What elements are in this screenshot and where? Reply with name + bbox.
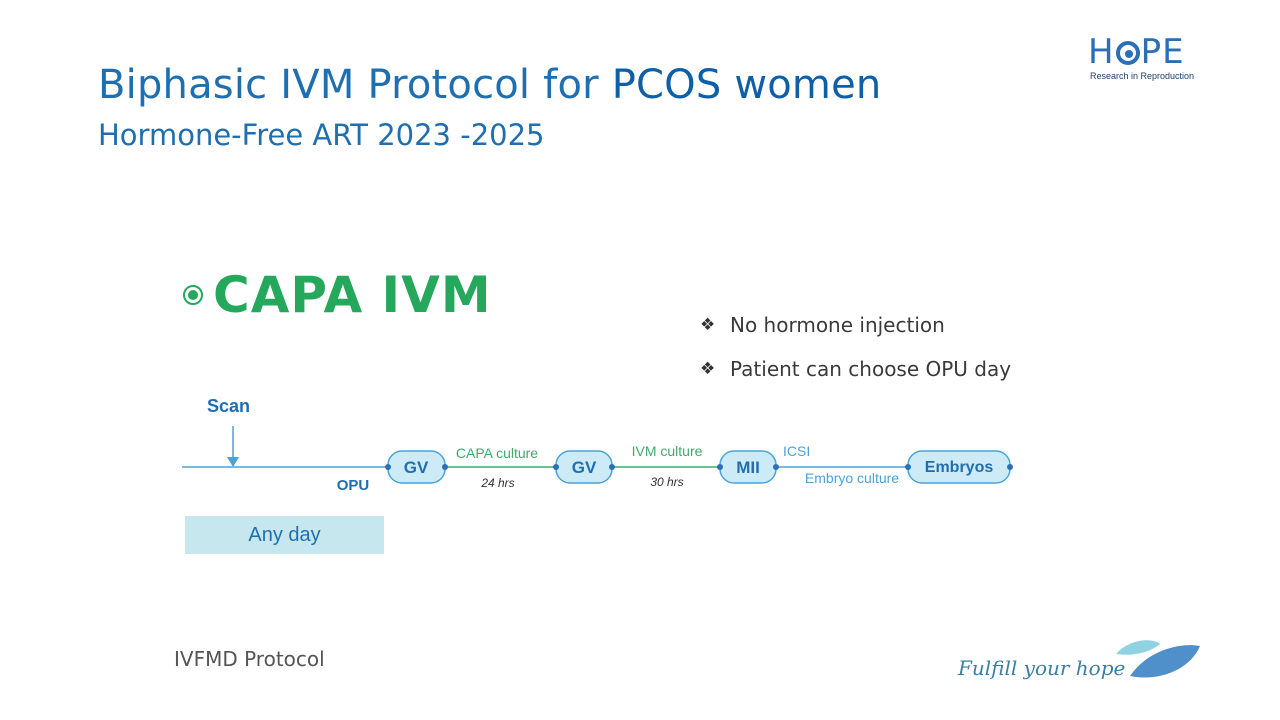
segment-top-label: IVM culture — [632, 443, 703, 459]
any-day-band: Any day — [185, 516, 384, 554]
timeline-node: MII — [717, 450, 779, 484]
leaf-logo-icon — [1116, 640, 1200, 678]
node-label: GV — [404, 458, 429, 477]
note-text: No hormone injection — [730, 313, 945, 337]
note-item: ❖ No hormone injection — [700, 303, 1011, 347]
protocol-timeline: GV GV MII Embryos CAPA culture 24 hrs IV… — [182, 426, 1013, 494]
segment-top-label: CAPA culture — [456, 445, 538, 461]
eye-icon — [1115, 41, 1140, 65]
node-label: MII — [736, 458, 760, 477]
timeline-node: Embryos — [905, 450, 1013, 484]
slide-subtitle: Hormone-Free ART 2023 -2025 — [98, 118, 545, 152]
diamond-bullet-icon: ❖ — [700, 359, 716, 379]
scan-arrow-head — [227, 457, 239, 467]
node-label: GV — [572, 458, 597, 477]
segment-top-label: ICSI — [783, 443, 810, 459]
footer-protocol: IVFMD Protocol — [174, 647, 325, 671]
diamond-bullet-icon: ❖ — [700, 315, 716, 335]
section-heading-text: CAPA IVM — [213, 266, 492, 324]
section-heading: CAPA IVM — [183, 266, 492, 324]
footer-tagline: Fulfill your hope — [958, 656, 1126, 680]
title-part2: PCOS women — [611, 62, 882, 108]
notes-list: ❖ No hormone injection ❖ Patient can cho… — [700, 303, 1011, 391]
scan-label: Scan — [207, 396, 251, 416]
slide-title: Biphasic IVM Protocol for PCOS women — [98, 62, 881, 108]
node-label: Embryos — [925, 459, 994, 476]
note-item: ❖ Patient can choose OPU day — [700, 347, 1011, 391]
segment-bottom-label: 24 hrs — [480, 476, 514, 490]
note-text: Patient can choose OPU day — [730, 357, 1012, 381]
segment-bottom-label: 30 hrs — [650, 475, 683, 489]
any-day-label: Any day — [248, 523, 321, 546]
timeline-node: GV — [553, 450, 615, 484]
logo-tagline: Research in Reproduction — [1090, 71, 1195, 81]
segment-bottom-label: Embryo culture — [805, 470, 899, 486]
timeline-node: GV — [385, 450, 448, 484]
radio-bullet-icon — [183, 285, 203, 305]
opu-label: OPU — [337, 477, 370, 494]
title-part1: Biphasic IVM Protocol for — [98, 62, 612, 108]
